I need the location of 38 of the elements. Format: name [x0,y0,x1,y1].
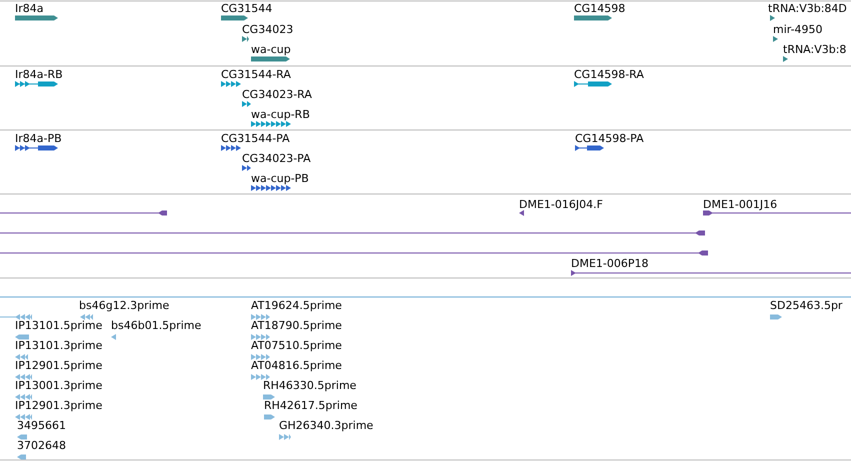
feature-label: AT19624.5prime [251,299,342,312]
feature-label: 3702648 [17,439,66,452]
feature-label: CG34023-RA [242,88,312,101]
feature-label: mir-4950 [773,23,823,36]
feature-label: CG34023 [242,23,294,36]
feature-label: IP13101.3prime [15,339,102,352]
feature-label: bs46b01.5prime [111,319,202,332]
feature-label: DME1-006P18 [571,257,649,270]
feature-label: CG34023-PA [242,152,311,165]
feature-label: Ir84a-PB [15,132,62,145]
feature-label: AT07510.5prime [251,339,342,352]
feature-label: GH26340.3prime [279,419,374,432]
feature-label: RH42617.5prime [264,399,358,412]
feature-label: IP12901.3prime [15,399,102,412]
feature-label: DME1-016J04.F [519,198,603,211]
feature-label: 3495661 [17,419,66,432]
feature-label: CG31544-RA [221,68,291,81]
feature-label: CG14598 [574,2,626,15]
feature-label: CG31544 [221,2,272,15]
feature-label: bs46g12.3prime [79,299,170,312]
feature-label: AT04816.5prime [251,359,342,372]
feature-label: AT18790.5prime [251,319,342,332]
feature-label: CG31544-PA [221,132,290,145]
feature-label: DME1-001J16 [703,198,778,211]
feature-label: Ir84a-RB [15,68,63,81]
feature-label: Ir84a [15,2,44,15]
feature-label: tRNA:V3b:8 [783,43,846,56]
feature-label: wa-cup [251,43,291,56]
feature-label: tRNA:V3b:84D [768,2,847,15]
feature-label: IP12901.5prime [15,359,102,372]
feature-label: SD25463.5pr [770,299,842,312]
feature-label: wa-cup-RB [251,108,310,121]
feature-label: RH46330.5prime [263,379,356,392]
feature-label: IP13101.5prime [15,319,102,332]
feature-label: IP13001.3prime [15,379,102,392]
feature-label: CG14598-RA [574,68,644,81]
feature-label: wa-cup-PB [251,172,309,185]
feature-label: CG14598-PA [575,132,644,145]
